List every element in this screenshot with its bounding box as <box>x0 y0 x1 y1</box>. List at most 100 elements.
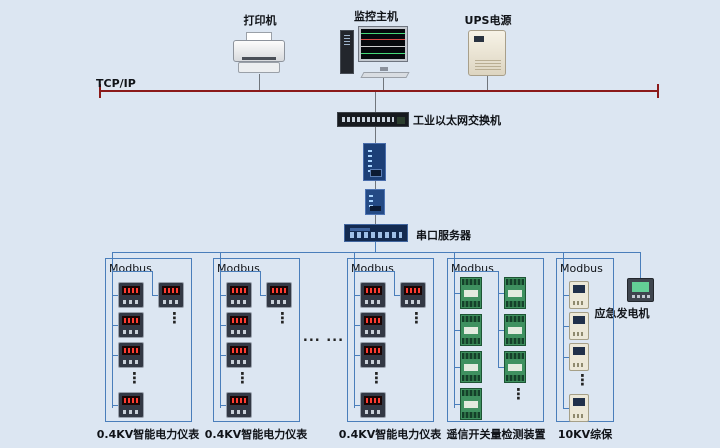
modbus-label: Modbus <box>560 262 603 275</box>
more-devices-dots: ⋮ <box>275 309 290 327</box>
media-converter-2-icon <box>365 189 385 215</box>
pc-monitor <box>358 26 408 62</box>
connector-line <box>454 330 460 331</box>
branch-line <box>112 271 152 272</box>
connector-line <box>394 295 400 296</box>
branch-line <box>220 271 260 272</box>
generator-controller-icon <box>627 278 654 302</box>
protection-relay-icon <box>569 343 589 371</box>
printer-slot <box>242 57 276 60</box>
device-column-area: ⋮ <box>557 259 613 422</box>
monitor-host-label: 监控主机 <box>354 10 398 23</box>
branch-line <box>354 271 394 272</box>
protection-relay-icon <box>569 394 589 422</box>
monitor-stand <box>380 67 388 71</box>
power-meter-icon <box>226 282 252 308</box>
printer-icon <box>232 32 288 76</box>
ups-icon <box>468 30 506 76</box>
connector-line <box>454 367 460 368</box>
keyboard <box>360 72 410 78</box>
power-meter-icon <box>226 342 252 368</box>
ups-label: UPS电源 <box>464 14 512 27</box>
connector-line <box>112 325 118 326</box>
io-module-icon <box>460 351 482 383</box>
connector-line <box>112 295 118 296</box>
branch-line <box>454 271 498 272</box>
branch-line <box>260 271 261 295</box>
branch-line <box>498 271 499 367</box>
group-caption-2: 0.4KV智能电力仪表 <box>204 428 308 441</box>
io-module-icon <box>504 277 526 309</box>
more-devices-dots: ⋮ <box>167 309 182 327</box>
power-meter-icon <box>400 282 426 308</box>
branch-line <box>152 271 153 295</box>
group-caption-1: 0.4KV智能电力仪表 <box>96 428 200 441</box>
power-meter-icon <box>266 282 292 308</box>
power-meter-icon <box>226 392 252 418</box>
group-caption-4: 遥信开关量检测装置 <box>446 428 546 441</box>
generator-label: 应急发电机 <box>594 307 650 320</box>
protection-relay-icon <box>569 312 589 340</box>
group-caption-3: 0.4KV智能电力仪表 <box>338 428 442 441</box>
connector-line <box>220 325 226 326</box>
io-module-icon <box>504 351 526 383</box>
power-meter-icon <box>118 312 144 338</box>
power-meter-icon <box>360 342 386 368</box>
printer-tray <box>238 62 280 73</box>
continuation-ellipsis: ... ... <box>302 330 345 345</box>
pc-tower <box>340 30 354 74</box>
device-column-area: ⋮⋮ <box>214 259 299 421</box>
modbus-group-5: Modbus ⋮ <box>556 258 614 422</box>
power-meter-icon <box>226 312 252 338</box>
device-column-area: ⋮⋮ <box>348 259 433 421</box>
connector-line <box>112 405 118 406</box>
media-converter-icon <box>363 143 386 181</box>
connector-line <box>498 330 504 331</box>
group-caption-5: 10KV综保 <box>557 428 613 441</box>
printer-body <box>233 40 285 62</box>
connector-line <box>563 326 569 327</box>
power-meter-icon <box>360 312 386 338</box>
connector-line <box>498 293 504 294</box>
connector-line <box>220 355 226 356</box>
connector-line <box>152 295 158 296</box>
connector-line <box>454 404 460 405</box>
io-module-icon <box>460 314 482 346</box>
more-devices-dots: ⋮ <box>575 371 590 389</box>
power-meter-icon <box>118 282 144 308</box>
connector-line <box>354 325 360 326</box>
more-devices-dots: ⋮ <box>409 309 424 327</box>
more-devices-dots: ⋮ <box>235 369 250 387</box>
branch-line <box>394 271 395 295</box>
connector-line <box>112 355 118 356</box>
printer-label: 打印机 <box>243 14 277 27</box>
power-meter-icon <box>158 282 184 308</box>
power-meter-icon <box>360 282 386 308</box>
protection-relay-icon <box>569 281 589 309</box>
pc-screen <box>361 29 405 59</box>
connector-line <box>260 295 266 296</box>
connector-line <box>563 408 569 409</box>
ethernet-switch-label: 工业以太网交换机 <box>413 114 501 127</box>
serial-server-icon <box>344 224 408 242</box>
connector-line <box>220 405 226 406</box>
modbus-group-3: Modbus ⋮⋮ <box>347 258 434 422</box>
device-column-area: ⋮ <box>448 259 543 421</box>
modbus-group-1: Modbus ⋮⋮ <box>105 258 192 422</box>
connector-line <box>354 295 360 296</box>
more-devices-dots: ⋮ <box>511 385 526 403</box>
connector-line <box>563 357 569 358</box>
io-module-icon <box>504 314 526 346</box>
connector-line <box>454 293 460 294</box>
more-devices-dots: ⋮ <box>369 369 384 387</box>
connector-line <box>354 355 360 356</box>
connector-line <box>354 405 360 406</box>
monitor-host-icon <box>340 26 416 78</box>
connector-line <box>498 367 504 368</box>
more-devices-dots: ⋮ <box>127 369 142 387</box>
device-column-area: ⋮⋮ <box>106 259 191 421</box>
power-meter-icon <box>360 392 386 418</box>
io-module-icon <box>460 388 482 420</box>
modbus-group-2: Modbus ⋮⋮ <box>213 258 300 422</box>
